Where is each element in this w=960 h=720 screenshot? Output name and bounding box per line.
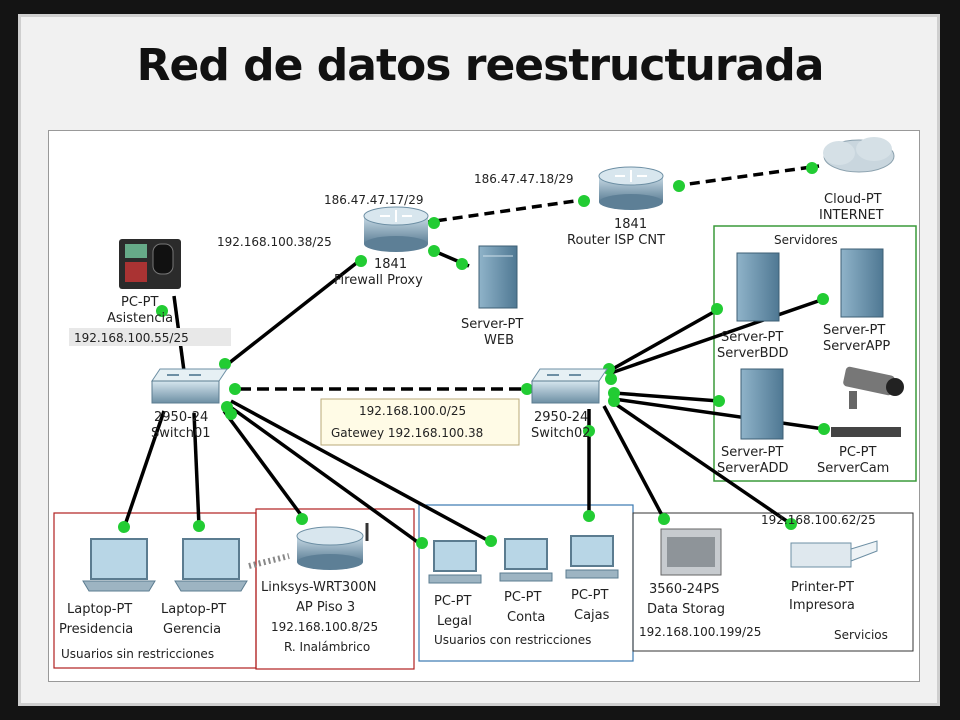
link-switch01-presidencia (122, 410, 166, 529)
switch02-name: Switch02 (531, 426, 591, 441)
group-sin-restricciones-label: Usuarios sin restricciones (61, 647, 214, 661)
network-note-line1: 192.168.100.0/25 (359, 404, 466, 418)
ap-note: R. Inalámbrico (284, 640, 370, 654)
data-storage-icon (660, 528, 722, 576)
server-cam-name: ServerCam (817, 461, 889, 476)
server-bdd-name: ServerBDD (717, 346, 789, 361)
firewall-ip-lan: 192.168.100.38/25 (217, 235, 332, 249)
firewall-ip-wan: 186.47.47.17/29 (324, 193, 423, 207)
slide-title: Red de datos reestructurada (136, 40, 825, 91)
cloud-icon (823, 137, 895, 173)
laptop-presidencia-type: Laptop-PT (67, 602, 132, 617)
server-app-name: ServerAPP (823, 339, 890, 354)
network-note-line2: Gatewey 192.168.100.38 (331, 426, 483, 440)
group-con-restricciones-label: Usuarios con restricciones (434, 633, 591, 647)
server-web-name: WEB (484, 333, 514, 348)
laptop-gerencia-icon (174, 538, 248, 592)
storage-type: 3560-24PS (649, 582, 719, 597)
server-web-type: Server-PT (461, 317, 523, 332)
link-switch01-legal (227, 404, 421, 545)
server-add-icon (740, 368, 784, 440)
link-switch02-storage (602, 405, 666, 520)
server-bdd-type: Server-PT (721, 330, 783, 345)
laptop-presidencia-name: Presidencia (59, 622, 133, 637)
router-isp-ip: 186.47.47.18/29 (474, 172, 573, 186)
printer-type: Printer-PT (791, 580, 854, 595)
server-app-icon (840, 248, 884, 318)
asistencia-ip: 192.168.100.55/25 (74, 331, 189, 345)
switch02-type: 2950-24 (534, 410, 588, 425)
server-add-type: Server-PT (721, 445, 783, 460)
printer-icon (790, 540, 878, 568)
link-isp-cloud (673, 164, 820, 188)
pc-cajas-icon (565, 535, 619, 579)
router-isp-name: Router ISP CNT (567, 233, 665, 248)
link-switch01-ap (222, 409, 306, 521)
pc-conta-type: PC-PT (504, 590, 541, 605)
switch01-name: Switch01 (151, 426, 211, 441)
group-servidores-label: Servidores (774, 233, 838, 247)
link-switch02-serveradd (613, 391, 720, 403)
printer-ip: 192.168.100.62/25 (761, 513, 876, 527)
pc-conta-name: Conta (507, 610, 545, 625)
pc-legal-type: PC-PT (434, 594, 471, 609)
link-switch01-gerencia (192, 412, 201, 527)
link-firewall-switch01 (222, 259, 361, 369)
switch02-icon (531, 368, 608, 404)
pc-legal-icon (428, 540, 482, 584)
group-servidores: Servidores (713, 225, 917, 482)
laptop-gerencia-type: Laptop-PT (161, 602, 226, 617)
cloud-name: INTERNET (819, 208, 884, 223)
firewall-router-icon (363, 206, 429, 252)
laptop-gerencia-name: Gerencia (163, 622, 221, 637)
router-isp-type: 1841 (614, 217, 647, 232)
firewall-name: Firewall Proxy (334, 273, 423, 288)
fingerprint-terminal-icon (119, 239, 181, 289)
printer-name: Impresora (789, 598, 855, 613)
storage-ip: 192.168.100.199/25 (639, 625, 761, 639)
group-servicios-label: Servicios (834, 628, 888, 642)
group-ap (255, 508, 415, 670)
server-web-icon (478, 245, 518, 309)
asistencia-type: PC-PT (121, 295, 158, 310)
link-switch02-servercam (613, 397, 825, 431)
link-switch02-printer (613, 401, 795, 528)
ap-name: AP Piso 3 (296, 600, 355, 615)
router-isp-icon (598, 166, 664, 210)
link-switch02-serverbdd (608, 307, 720, 373)
security-camera-icon (831, 366, 904, 437)
asistencia-ip-bg (69, 328, 231, 346)
server-bdd-icon (736, 252, 780, 322)
asistencia-name: Asistencia (107, 311, 173, 326)
link-switch02-serverapp (610, 297, 825, 375)
network-note-box (320, 398, 520, 446)
pc-cajas-type: PC-PT (571, 588, 608, 603)
cloud-type: Cloud-PT (824, 192, 882, 207)
link-switch01-conta (230, 399, 490, 543)
ap-ip: 192.168.100.8/25 (271, 620, 378, 634)
pc-cajas-name: Cajas (574, 608, 610, 623)
switch01-type: 2950-24 (154, 410, 208, 425)
port-lights (118, 162, 830, 549)
laptop-presidencia-icon (82, 538, 156, 592)
switch01-icon (151, 368, 228, 404)
pc-legal-name: Legal (437, 614, 472, 629)
server-cam-type: PC-PT (839, 445, 876, 460)
link-firewall-isp (420, 197, 590, 225)
diagram-canvas: Servidores Usuarios sin restricciones Us… (53, 137, 917, 670)
network-diagram: Servidores Usuarios sin restricciones Us… (48, 130, 920, 682)
wireless-ap-icon (248, 523, 369, 570)
server-app-type: Server-PT (823, 323, 885, 338)
ap-type: Linksys-WRT300N (261, 580, 376, 595)
firewall-type: 1841 (374, 257, 407, 272)
pc-conta-icon (499, 538, 553, 582)
server-add-name: ServerADD (717, 461, 789, 476)
storage-name: Data Storag (647, 602, 725, 617)
